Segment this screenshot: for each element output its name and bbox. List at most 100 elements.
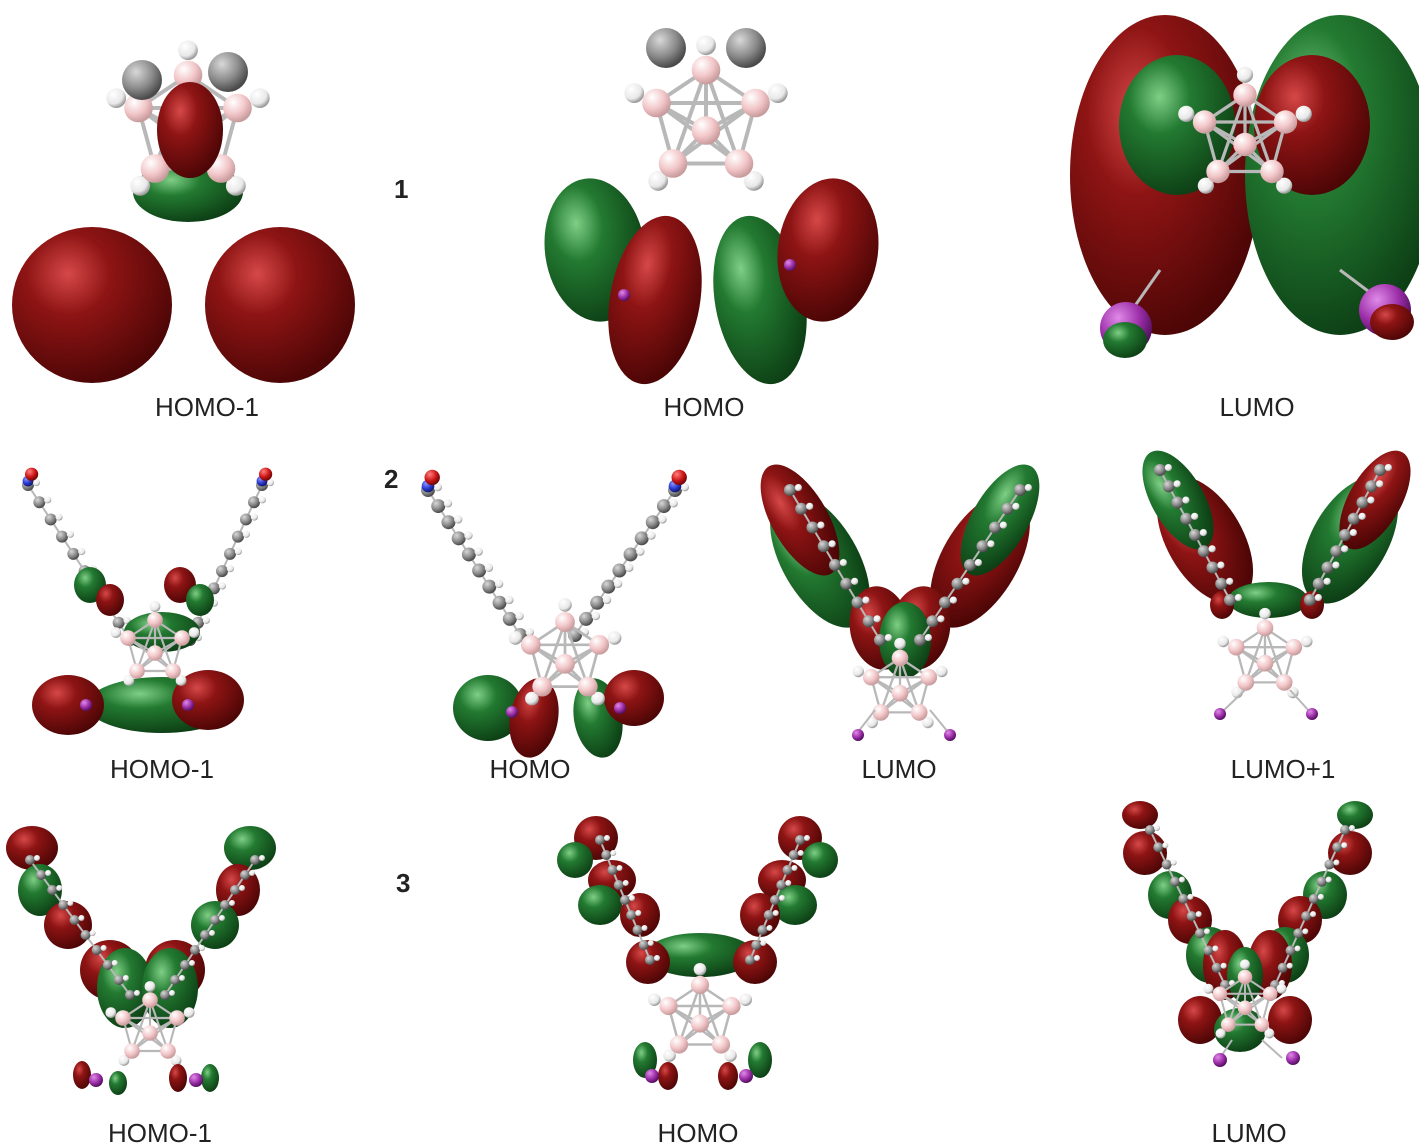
atom xyxy=(144,981,156,992)
positive-lobe xyxy=(658,1062,678,1090)
atom xyxy=(722,996,741,1016)
atom xyxy=(647,531,656,540)
atom xyxy=(147,612,163,628)
atom xyxy=(646,28,686,68)
atom xyxy=(110,627,122,638)
bond xyxy=(164,859,256,996)
atom xyxy=(1301,911,1312,922)
positive-lobe xyxy=(73,1061,91,1089)
atom xyxy=(763,910,774,920)
orbital-1-homo xyxy=(544,28,879,385)
atom xyxy=(577,676,598,697)
atom xyxy=(669,1035,689,1054)
atom xyxy=(124,93,153,123)
atom xyxy=(1286,962,1293,969)
atom xyxy=(149,601,161,612)
negative-lobe xyxy=(1228,582,1308,618)
atom xyxy=(1224,594,1236,606)
atom xyxy=(240,870,250,880)
atom xyxy=(239,885,245,891)
negative-lobe xyxy=(557,842,593,878)
atom xyxy=(862,615,875,628)
atom xyxy=(44,496,52,504)
atom xyxy=(482,579,497,594)
atom xyxy=(112,616,125,629)
atom xyxy=(914,634,926,646)
atom xyxy=(558,598,572,612)
negative-lobe xyxy=(201,1064,219,1092)
atom xyxy=(1316,876,1327,887)
atom xyxy=(188,627,200,638)
atom xyxy=(508,631,523,645)
atom xyxy=(225,175,246,196)
atom xyxy=(691,55,721,85)
atom xyxy=(641,925,648,931)
atom xyxy=(100,945,107,951)
atom xyxy=(604,835,610,841)
atom xyxy=(1256,619,1274,637)
atom xyxy=(1262,986,1278,1002)
atom xyxy=(173,60,203,90)
atom xyxy=(862,668,880,686)
atom xyxy=(1233,132,1257,157)
compound-label-2: 2 xyxy=(384,464,399,494)
atom xyxy=(1153,842,1164,853)
orbital-1-homo-1 xyxy=(12,40,355,383)
atom xyxy=(766,925,773,931)
atom xyxy=(424,469,440,486)
atom xyxy=(620,895,630,905)
bond xyxy=(677,984,702,1045)
atom xyxy=(1197,177,1214,194)
bond xyxy=(563,621,590,688)
atom xyxy=(1182,496,1190,504)
atom xyxy=(866,716,878,729)
atom xyxy=(1332,842,1343,853)
atom xyxy=(242,530,250,538)
atom xyxy=(1367,496,1375,504)
atom xyxy=(454,515,463,524)
positive-lobe xyxy=(1339,450,1411,550)
atom xyxy=(142,992,158,1008)
atom xyxy=(248,496,260,509)
atom xyxy=(795,835,805,845)
atom xyxy=(1001,502,1014,515)
atom xyxy=(1306,708,1318,720)
positive-lobe xyxy=(96,584,124,616)
atom xyxy=(607,865,618,875)
atom xyxy=(1293,928,1304,939)
atom xyxy=(1206,561,1219,574)
atom xyxy=(1356,496,1369,509)
atom xyxy=(80,699,92,711)
atom xyxy=(690,1014,710,1033)
atom xyxy=(1285,638,1303,656)
atom xyxy=(663,1049,676,1062)
compound-label-1: 1 xyxy=(394,174,409,204)
atom xyxy=(67,900,74,906)
atom xyxy=(1236,66,1254,83)
atom xyxy=(1312,577,1325,590)
atom xyxy=(532,676,553,697)
atom xyxy=(757,925,768,935)
atom xyxy=(642,88,671,118)
atom xyxy=(55,513,63,521)
atom xyxy=(770,895,780,905)
positive-lobe xyxy=(509,678,559,758)
atom xyxy=(817,521,825,529)
negative-lobe xyxy=(773,885,817,925)
negative-lobe xyxy=(633,1042,657,1078)
atom xyxy=(1234,594,1242,602)
bond xyxy=(540,621,567,688)
atom xyxy=(767,83,788,103)
atom xyxy=(987,540,995,548)
atom xyxy=(1302,928,1309,935)
atom xyxy=(817,540,830,553)
caption-3-lumo: LUMO xyxy=(1211,1118,1287,1147)
atom xyxy=(259,855,265,861)
atom xyxy=(840,577,853,590)
atom xyxy=(1164,464,1172,472)
caption-3-homo-1: HOMO-1 xyxy=(108,1118,212,1147)
atom xyxy=(182,699,194,711)
atom xyxy=(118,1055,130,1066)
atom xyxy=(614,702,626,714)
